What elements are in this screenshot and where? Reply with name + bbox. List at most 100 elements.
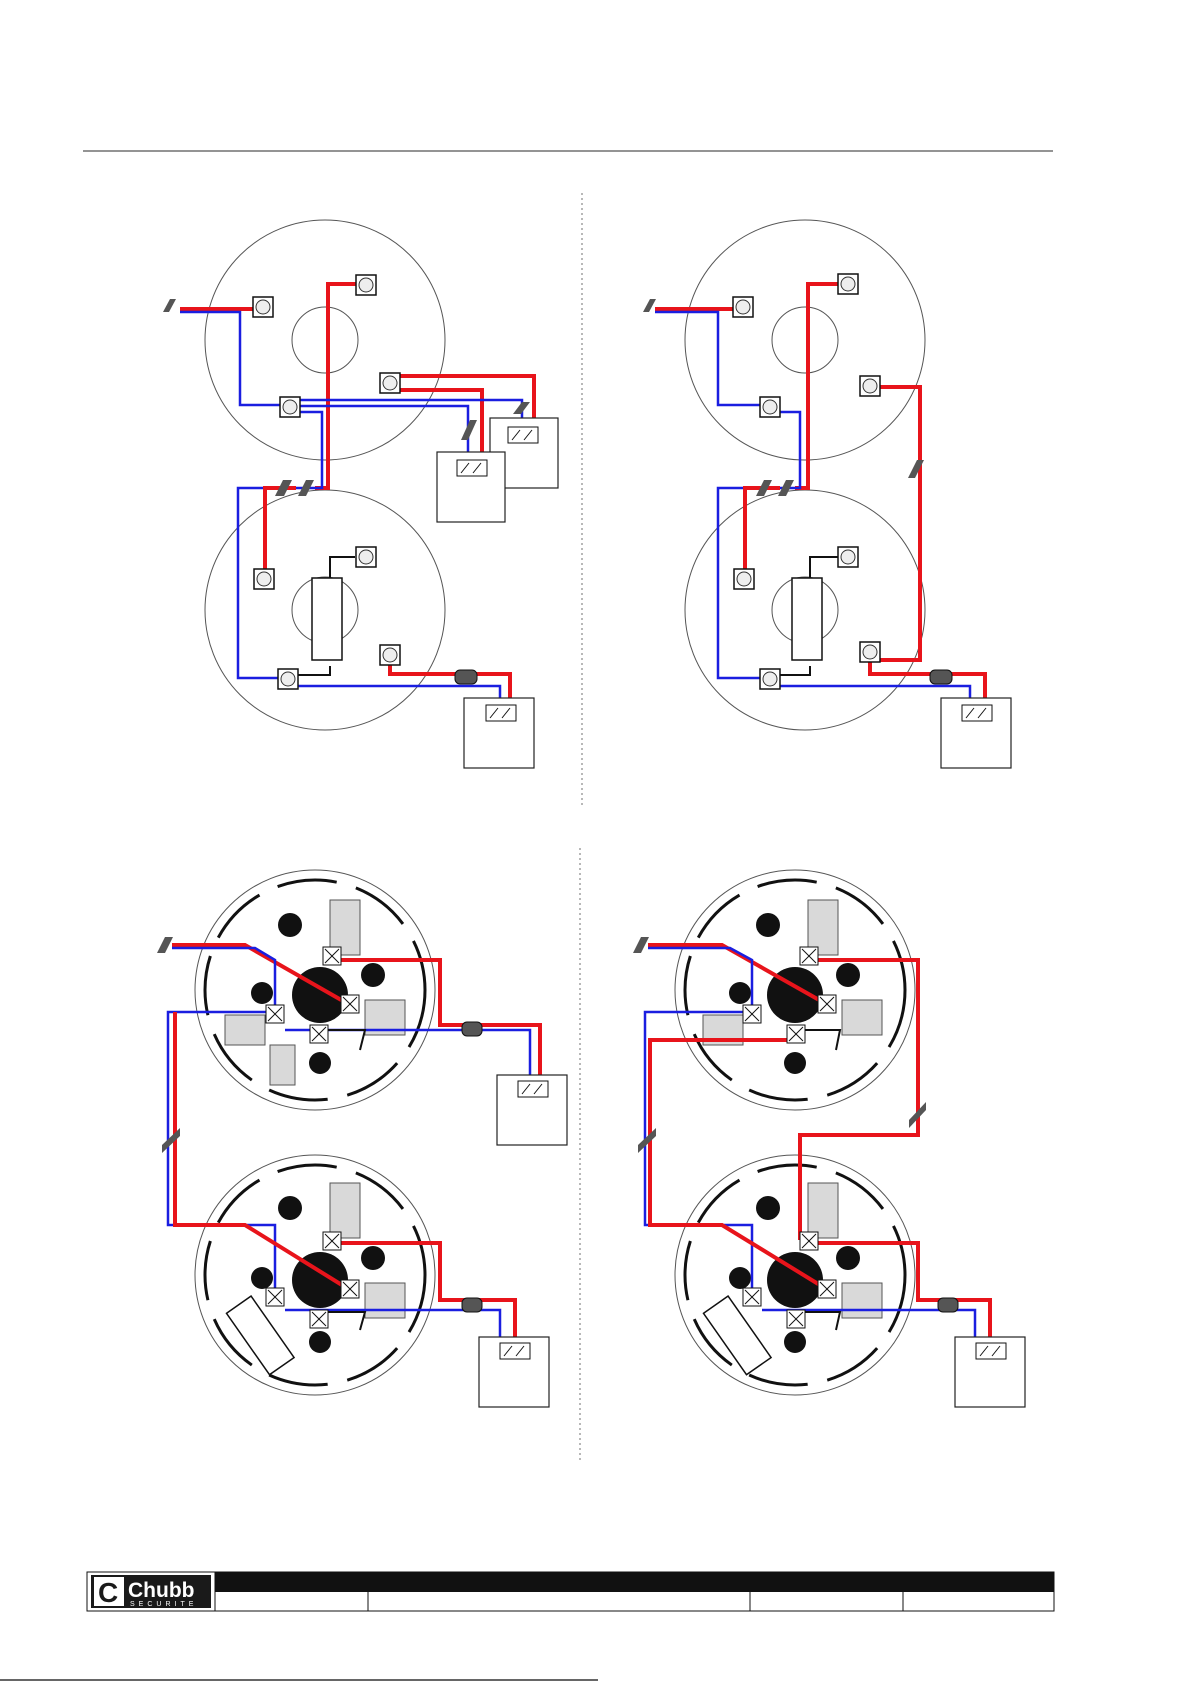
- wire-positive: [795, 284, 848, 488]
- terminal-icon: [818, 1280, 836, 1298]
- mounting-hole: [309, 1052, 331, 1074]
- terminal-icon: [760, 669, 780, 689]
- mounting-hole: [278, 1196, 302, 1220]
- cable-break-icon: [461, 420, 477, 440]
- wire-positive: [870, 387, 920, 660]
- mounting-hole: [756, 913, 780, 937]
- junction-box-icon: [479, 1337, 549, 1407]
- brand-name: Chubb: [128, 1579, 194, 1602]
- wire-positive: [265, 488, 296, 580]
- cable-break-icon: [163, 299, 176, 312]
- wire-neutral: [296, 666, 330, 675]
- terminal-icon: [380, 373, 400, 393]
- cable-break-icon: [162, 1128, 180, 1153]
- brand-subtitle: SECURITE: [130, 1601, 197, 1608]
- junction-box-icon: [955, 1337, 1025, 1407]
- wire-neutral: [778, 666, 810, 675]
- cable-gland-icon: [938, 1298, 958, 1312]
- panel-top-left: [163, 220, 558, 768]
- terminal-icon: [800, 947, 818, 965]
- contact-spring: [365, 1283, 405, 1318]
- mounting-hole: [361, 963, 385, 987]
- mounting-hole: [836, 1246, 860, 1270]
- terminal-icon: [310, 1025, 328, 1043]
- mounting-hole: [251, 1267, 273, 1289]
- junction-box-icon: [497, 1075, 567, 1145]
- wire-neutral: [330, 557, 355, 580]
- mounting-hole: [361, 1246, 385, 1270]
- cable-break-icon: [513, 402, 530, 414]
- terminal-icon: [341, 995, 359, 1013]
- cable-break-icon: [638, 1128, 656, 1153]
- terminal-icon: [787, 1310, 805, 1328]
- contact-spring: [842, 1000, 882, 1035]
- cable-gland-icon: [462, 1022, 482, 1036]
- wire-positive: [745, 488, 780, 580]
- terminal-icon: [860, 642, 880, 662]
- terminal-icon: [838, 274, 858, 294]
- terminal-icon: [254, 569, 274, 589]
- mounting-hole: [729, 1267, 751, 1289]
- wire-neutral: [810, 557, 840, 580]
- terminal-icon: [734, 569, 754, 589]
- terminal-icon: [743, 1288, 761, 1306]
- mounting-hole: [784, 1331, 806, 1353]
- cable-gland-icon: [930, 670, 952, 684]
- terminal-icon: [280, 397, 300, 417]
- logo-letter: C: [98, 1577, 118, 1608]
- terminal-icon: [356, 275, 376, 295]
- terminal-icon: [341, 1280, 359, 1298]
- terminal-icon: [733, 297, 753, 317]
- cable-break-icon: [157, 937, 173, 953]
- terminal-icon: [266, 1288, 284, 1306]
- terminal-icon: [310, 1310, 328, 1328]
- terminal-icon: [760, 397, 780, 417]
- contact-spring: [270, 1045, 295, 1085]
- detector-base-center: [772, 307, 838, 373]
- wire-negative: [285, 412, 322, 488]
- terminal-icon: [266, 1005, 284, 1023]
- mounting-hole: [309, 1331, 331, 1353]
- wire-negative: [180, 312, 285, 405]
- terminal-icon: [323, 947, 341, 965]
- contact-spring: [842, 1283, 882, 1318]
- panel-bottom-left: [157, 870, 567, 1407]
- terminal-icon: [787, 1025, 805, 1043]
- title-block-header-band: [215, 1572, 1054, 1592]
- terminal-icon: [800, 1232, 818, 1250]
- junction-box-icon: [437, 452, 505, 522]
- terminal-icon: [356, 547, 376, 567]
- contact-spring: [808, 1183, 838, 1238]
- terminal-icon: [278, 669, 298, 689]
- resistor: [792, 578, 822, 660]
- wire-negative: [168, 1012, 275, 1295]
- contact-spring: [225, 1015, 265, 1045]
- junction-box-icon: [941, 698, 1011, 768]
- terminal-icon: [253, 297, 273, 317]
- cable-break-icon: [643, 299, 656, 312]
- mounting-hole: [756, 1196, 780, 1220]
- wire-positive: [390, 376, 534, 420]
- terminal-icon: [743, 1005, 761, 1023]
- mounting-hole: [251, 982, 273, 1004]
- terminal-icon: [380, 645, 400, 665]
- terminal-icon: [818, 995, 836, 1013]
- panel-top-right: [643, 220, 1011, 768]
- mounting-hole: [784, 1052, 806, 1074]
- junction-box-icon: [464, 698, 534, 768]
- resistor: [226, 1296, 294, 1375]
- brand-logo: C Chubb SECURITE: [91, 1575, 211, 1608]
- detector-base-center: [292, 307, 358, 373]
- wire-negative: [655, 312, 768, 405]
- terminal-icon: [860, 376, 880, 396]
- wire-negative: [768, 412, 800, 488]
- wire-negative: [645, 1012, 752, 1295]
- cable-gland-icon: [462, 1298, 482, 1312]
- panel-bottom-right: [633, 870, 1025, 1407]
- detector-base-outline: [685, 220, 925, 460]
- cable-break-icon: [633, 937, 649, 953]
- mounting-hole: [836, 963, 860, 987]
- mounting-hole: [729, 982, 751, 1004]
